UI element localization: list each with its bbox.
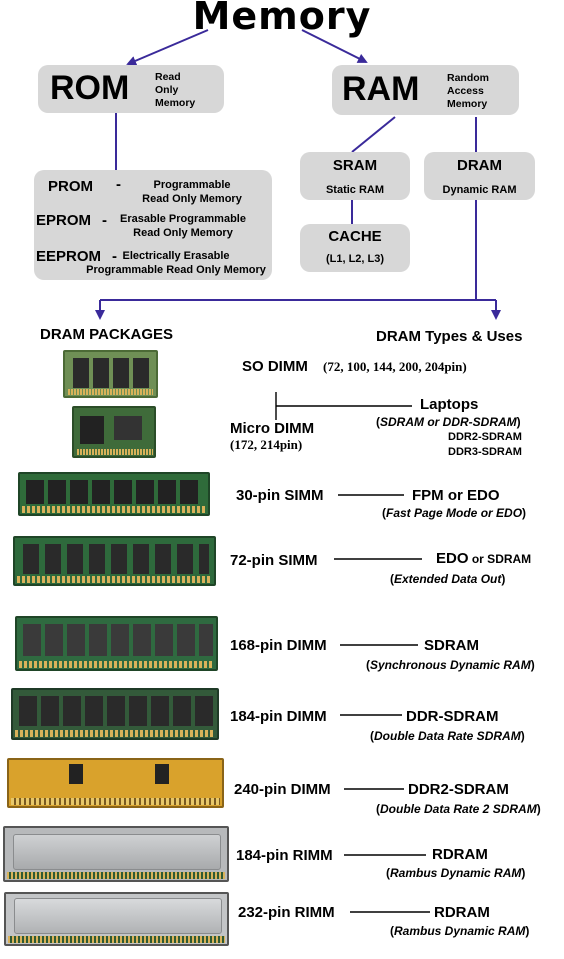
row-2-package: 168-pin DIMM <box>230 637 327 654</box>
row-6-note: (Rambus Dynamic RAM) <box>390 924 530 938</box>
laptops-types-2: DDR2-SDRAM <box>448 431 522 443</box>
row-2-module-image <box>15 616 218 671</box>
ram-box: RAM Random Access Memory <box>332 65 519 115</box>
eprom-label: EPROM <box>36 212 92 229</box>
eeprom-label: EEPROM <box>36 248 102 265</box>
so-dimm-label: SO DIMM <box>242 358 308 375</box>
ram-description: Random Access Memory <box>447 72 489 110</box>
row-1-module-image <box>13 536 216 586</box>
so-dimm-pins: (72, 100, 144, 200, 204pin) <box>323 359 467 374</box>
row-3-note: (Double Data Rate SDRAM) <box>370 729 525 743</box>
arrow-to-ram <box>301 29 368 63</box>
dram-label: DRAM <box>457 157 502 174</box>
arrow-to-rom <box>126 29 209 66</box>
row-3-module-image <box>11 688 219 740</box>
prom-description: Programmable Read Only Memory <box>142 179 242 205</box>
row-6-module-image <box>4 892 229 946</box>
dram-description: Dynamic RAM <box>442 184 517 196</box>
row-0-module-image <box>18 472 210 516</box>
cache-label: CACHE <box>328 228 382 245</box>
rom-box: ROM Read Only Memory <box>38 65 224 113</box>
ram-label: RAM <box>342 70 420 108</box>
row-4-type: DDR2-SDRAM <box>408 781 509 798</box>
row-3-package: 184-pin DIMM <box>230 708 327 725</box>
row-1-type: EDO or SDRAM <box>436 550 532 567</box>
micro-dimm-module-image <box>72 406 156 458</box>
row-0-type: FPM or EDO <box>412 487 500 504</box>
laptops-types-3: DDR3-SDRAM <box>448 446 522 458</box>
row-4-module-image <box>7 758 224 808</box>
dram-box: DRAM Dynamic RAM <box>424 152 535 200</box>
sram-description: Static RAM <box>325 184 385 196</box>
row-4-package: 240-pin DIMM <box>234 781 331 798</box>
rom-description: Read Only Memory <box>155 71 196 109</box>
row-6-type: RDRAM <box>434 904 490 921</box>
line-ram-sram <box>351 116 396 153</box>
row-1-package: 72-pin SIMM <box>230 552 318 569</box>
sram-label: SRAM <box>332 157 378 174</box>
diagram-title: Memory <box>192 0 372 38</box>
micro-dimm-pins: (172, 214pin) <box>230 437 303 452</box>
row-5-module-image <box>3 826 229 882</box>
sram-box: SRAM Static RAM <box>300 152 410 200</box>
row-5-note: (Rambus Dynamic RAM) <box>386 866 526 880</box>
cache-description: (L1, L2, L3) <box>325 253 385 265</box>
row-3-type: DDR-SDRAM <box>406 708 499 725</box>
laptops-label: Laptops <box>420 396 479 413</box>
rom-types-box: PROM - Programmable Read Only Memory EPR… <box>34 170 272 280</box>
eprom-description: Erasable Programmable Read Only Memory <box>120 213 246 239</box>
dram-types-heading: DRAM Types & Uses <box>376 328 523 345</box>
eeprom-description: Electrically Erasable Programmable Read … <box>86 250 266 276</box>
row-4-note: (Double Data Rate 2 SDRAM) <box>376 802 541 816</box>
dram-packages-heading: DRAM PACKAGES <box>40 326 174 343</box>
rom-label: ROM <box>50 69 130 107</box>
so-dimm-module-image <box>63 350 158 398</box>
row-5-type: RDRAM <box>432 846 488 863</box>
row-0-package: 30-pin SIMM <box>236 487 324 504</box>
row-2-note: (Synchronous Dynamic RAM) <box>366 658 535 672</box>
prom-label: PROM <box>48 178 93 195</box>
laptops-types: (SDRAM or DDR-SDRAM) <box>376 415 521 429</box>
row-2-type: SDRAM <box>424 637 479 654</box>
row-6-package: 232-pin RIMM <box>238 904 335 921</box>
row-1-note: (Extended Data Out) <box>390 572 506 586</box>
cache-box: CACHE (L1, L2, L3) <box>300 224 410 272</box>
micro-dimm-label: Micro DIMM <box>230 420 315 437</box>
row-0-note: (Fast Page Mode or EDO) <box>382 506 527 520</box>
row-5-package: 184-pin RIMM <box>236 847 333 864</box>
